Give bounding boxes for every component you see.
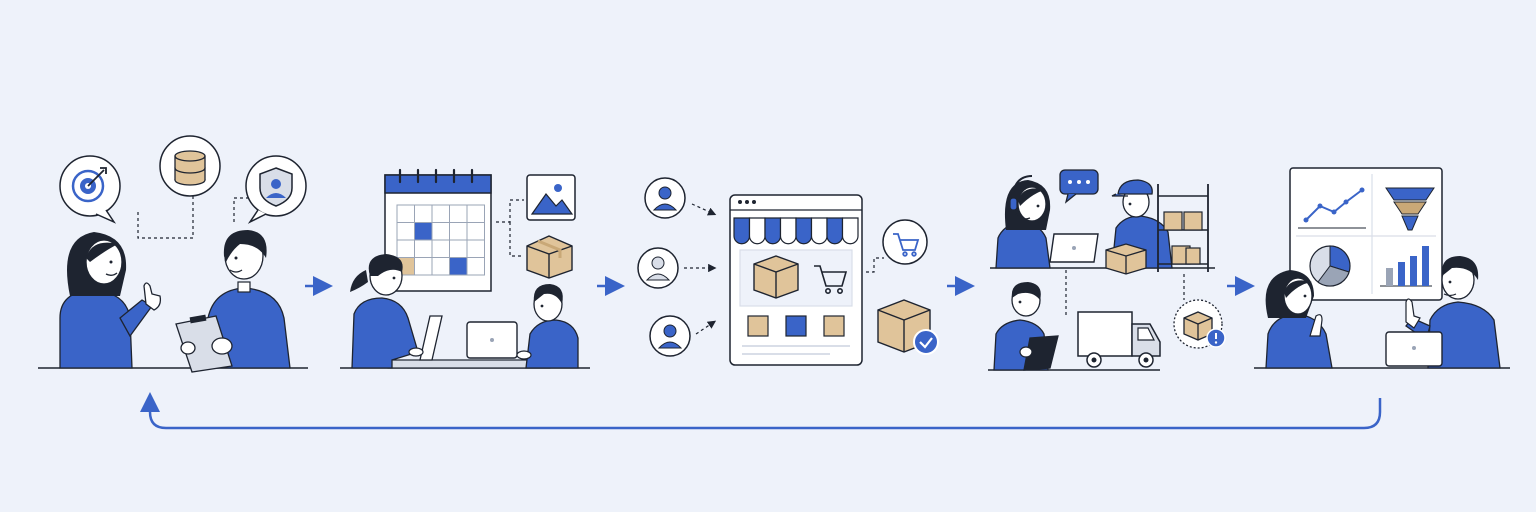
awning-stripe bbox=[779, 217, 797, 245]
calendar-cell bbox=[396, 204, 415, 223]
person-support-agent bbox=[995, 175, 1099, 269]
dashed-connector bbox=[496, 199, 524, 223]
bar-chart-icon bbox=[1380, 246, 1432, 287]
user-icon bbox=[649, 315, 691, 357]
person-woman bbox=[1265, 270, 1333, 369]
awning-stripe bbox=[748, 217, 766, 245]
coins-icon bbox=[159, 135, 221, 197]
calendar-icon bbox=[384, 168, 492, 292]
calendar-cell bbox=[431, 222, 450, 241]
calendar-cell bbox=[396, 239, 415, 258]
dashed-connector bbox=[233, 197, 248, 222]
calendar-cell bbox=[431, 257, 450, 276]
stage-scheduling bbox=[340, 168, 590, 369]
awning-stripe bbox=[764, 217, 782, 245]
person-man bbox=[993, 282, 1059, 371]
awning-stripe bbox=[733, 217, 751, 245]
pie-chart-icon bbox=[1309, 245, 1351, 287]
calendar-cell bbox=[466, 222, 485, 241]
calendar-cell bbox=[431, 204, 450, 223]
dashed-connector bbox=[509, 222, 524, 257]
storefront-icon bbox=[729, 194, 863, 366]
laptop-icon bbox=[1385, 331, 1443, 367]
cart-icon bbox=[866, 219, 928, 273]
dashed-connector bbox=[137, 190, 194, 239]
person-courier bbox=[1105, 179, 1173, 275]
calendar-cell bbox=[414, 222, 433, 241]
calendar-cell bbox=[466, 239, 485, 258]
calendar-cell bbox=[449, 257, 468, 276]
box-icon bbox=[1105, 243, 1147, 275]
calendar-cell bbox=[396, 222, 415, 241]
box-icon bbox=[526, 235, 573, 279]
line-chart-icon bbox=[1298, 187, 1366, 229]
image-icon bbox=[526, 174, 576, 221]
loop-back-arrow bbox=[140, 392, 1382, 430]
awning-stripe bbox=[841, 217, 859, 245]
person-man bbox=[1385, 256, 1501, 369]
user-icon bbox=[644, 177, 686, 219]
funnel-icon bbox=[1385, 187, 1435, 231]
chat-icon bbox=[1059, 169, 1099, 204]
calendar-cell bbox=[414, 239, 433, 258]
calendar-cell bbox=[466, 204, 485, 223]
person-man bbox=[466, 284, 579, 369]
stage-storefront bbox=[637, 177, 939, 366]
calendar-cell bbox=[449, 222, 468, 241]
clipboard-icon bbox=[1023, 335, 1059, 371]
awning-stripe bbox=[795, 217, 813, 245]
person-man bbox=[175, 230, 291, 373]
stage-planning bbox=[38, 135, 308, 373]
awning-stripe bbox=[810, 217, 828, 245]
person-woman bbox=[59, 232, 162, 369]
calendar-cell bbox=[414, 257, 433, 276]
calendar-cell bbox=[466, 257, 485, 276]
stage-analytics bbox=[1254, 167, 1510, 369]
calendar-cell bbox=[449, 239, 468, 258]
awning-stripe bbox=[826, 217, 844, 245]
box-icon bbox=[753, 255, 799, 299]
cart-icon bbox=[814, 265, 848, 294]
calendar-cell bbox=[414, 204, 433, 223]
truck-icon bbox=[1077, 311, 1161, 368]
shield-user-icon bbox=[245, 155, 307, 224]
stage-fulfillment bbox=[988, 169, 1226, 371]
dashed-connector bbox=[866, 257, 884, 273]
box-check-icon bbox=[877, 299, 939, 355]
calendar-cell bbox=[449, 204, 468, 223]
clipboard-icon bbox=[175, 314, 233, 373]
user-icon bbox=[637, 247, 679, 289]
laptop-icon bbox=[1049, 233, 1099, 263]
box-alert-icon bbox=[1173, 299, 1226, 349]
laptop-icon bbox=[466, 321, 518, 359]
calendar-cell bbox=[431, 239, 450, 258]
warehouse-shelf-icon bbox=[1157, 184, 1209, 272]
person-woman bbox=[350, 254, 443, 369]
target-icon bbox=[59, 155, 121, 224]
